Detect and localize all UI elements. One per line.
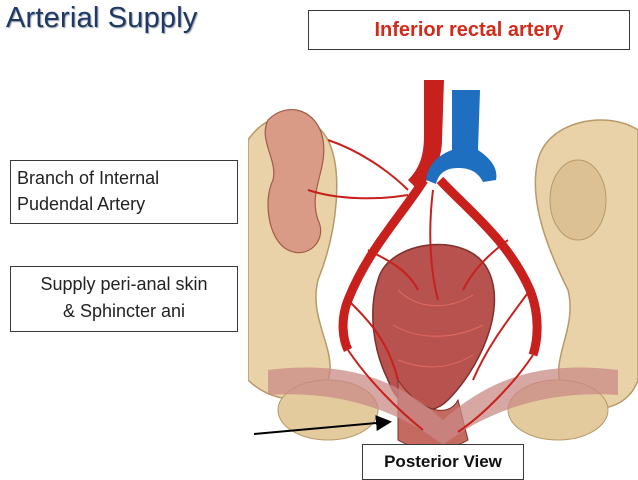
rectal-vessels: [392, 289, 484, 368]
figure-caption: Posterior View: [362, 444, 524, 480]
vena-cava: [426, 90, 497, 184]
right-iliac-artery: [436, 176, 542, 357]
note-branch-line-1: Branch of Internal: [17, 168, 160, 188]
arrow-right-icon: [253, 415, 392, 435]
arterial-branches: [307, 139, 534, 433]
note-branch-line-2: Pudendal Artery: [17, 194, 146, 214]
pelvic-floor-muscle: [268, 367, 618, 445]
anatomy-illustration: [248, 80, 638, 450]
sigmoid-colon: [264, 109, 325, 254]
right-sacral-bone: [549, 159, 607, 241]
note-branch-box: Branch of Internal Pudendal Artery: [10, 160, 238, 224]
note-supply-line-1: Supply peri-anal skin: [40, 274, 208, 294]
slide-title: Arterial Supply: [6, 2, 198, 34]
left-iliac-artery: [338, 177, 428, 353]
slide-subtitle: Inferior rectal artery: [308, 10, 630, 50]
note-supply-box: Supply peri-anal skin & Sphincter ani: [10, 266, 238, 332]
note-supply-line-2: & Sphincter ani: [62, 301, 186, 321]
